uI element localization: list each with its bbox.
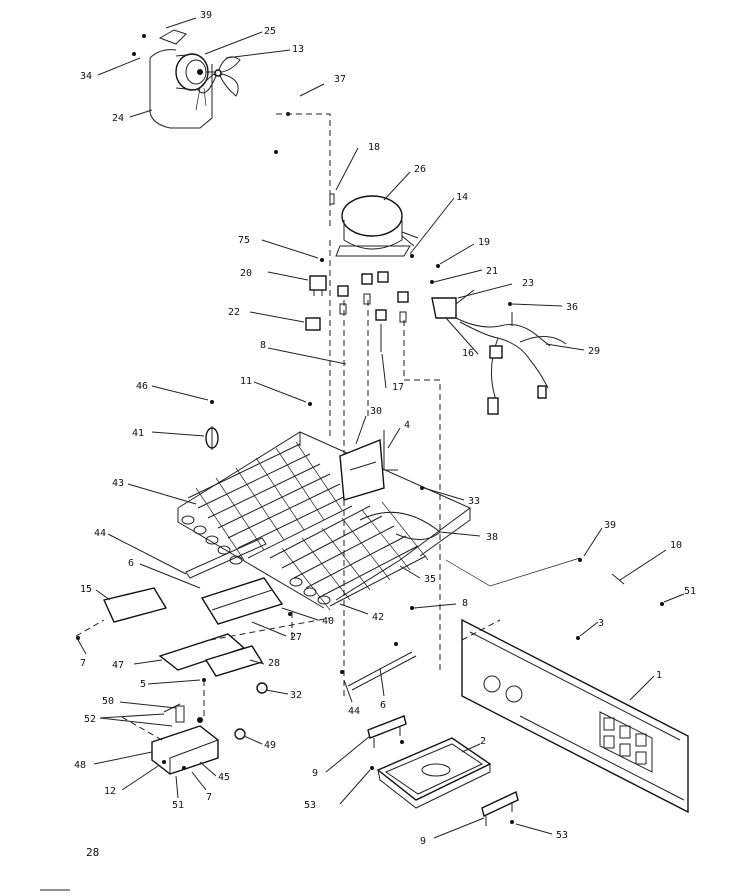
part-label: 18	[368, 142, 380, 153]
base-leaders	[77, 381, 481, 665]
part-label: 44	[348, 706, 360, 717]
part-label: 17	[392, 382, 404, 393]
part-label: 21	[486, 266, 498, 277]
part-label: 12	[104, 786, 116, 797]
part-label: 10	[670, 540, 682, 551]
part-label: 42	[372, 612, 384, 623]
fan-leaders	[97, 17, 325, 118]
part-label: 36	[566, 302, 578, 313]
part-label: 26	[414, 164, 426, 175]
part-label: 8	[462, 598, 468, 609]
fan-routing-line	[276, 113, 331, 228]
control-leaders	[93, 679, 289, 799]
part-label: 51	[684, 586, 696, 597]
part-label: 75	[238, 235, 250, 246]
part-label: 41	[132, 428, 144, 439]
part-label: 37	[334, 74, 346, 85]
part-label: 52	[84, 714, 96, 725]
control-box-assembly	[119, 678, 268, 775]
part-label: 46	[136, 381, 148, 392]
part-label: 28	[268, 658, 280, 669]
part-label: 33	[468, 496, 480, 507]
part-number-labels: 39 25 13 34 24 37 18 26 14 75 19 20 21 2…	[74, 10, 696, 847]
part-label: 2	[480, 736, 486, 747]
part-label: 30	[370, 406, 382, 417]
part-label: 29	[588, 346, 600, 357]
part-label: 32	[290, 690, 302, 701]
part-label: 48	[74, 760, 86, 771]
right-side-routing	[445, 527, 685, 606]
part-label: 51	[172, 800, 184, 811]
part-label: 50	[102, 696, 114, 707]
part-label: 22	[228, 307, 240, 318]
part-label: 35	[424, 574, 436, 585]
part-label: 5	[140, 679, 146, 690]
part-label: 47	[112, 660, 124, 671]
part-label: 43	[112, 478, 124, 489]
part-label: 15	[80, 584, 92, 595]
part-label: 53	[304, 800, 316, 811]
part-label: 38	[486, 532, 498, 543]
part-label: 13	[292, 44, 304, 55]
part-label: 3	[598, 618, 604, 629]
fan-motor-assembly	[132, 29, 290, 154]
part-label: 27	[290, 632, 302, 643]
drain-pan-leaders	[325, 735, 553, 839]
base-pan-assembly	[76, 400, 471, 677]
part-label: 9	[312, 768, 318, 779]
part-label: 39	[200, 10, 212, 21]
part-label: 11	[240, 376, 252, 387]
condenser-coil-left	[181, 441, 353, 565]
compressor-assembly	[305, 193, 512, 352]
page-number: 28	[86, 846, 99, 859]
part-label: 6	[380, 700, 386, 711]
part-label: 34	[80, 71, 92, 82]
part-label: 23	[522, 278, 534, 289]
compressor-leaders	[249, 147, 585, 389]
part-label: 8	[260, 340, 266, 351]
part-label: 7	[206, 792, 212, 803]
part-label: 20	[240, 268, 252, 279]
part-label: 53	[556, 830, 568, 841]
part-label: 4	[404, 420, 410, 431]
part-label: 24	[112, 113, 124, 124]
part-label: 6	[128, 558, 134, 569]
part-label: 45	[218, 772, 230, 783]
part-label: 49	[264, 740, 276, 751]
front-grille-panel	[461, 618, 689, 814]
part-label: 44	[94, 528, 106, 539]
part-label: 7	[80, 658, 86, 669]
base-routing-lines	[75, 612, 331, 641]
part-label: 39	[604, 520, 616, 531]
condenser-coil-right	[269, 501, 429, 611]
part-label: 40	[322, 616, 334, 627]
wiring-harness	[455, 312, 567, 415]
part-label: 25	[264, 26, 276, 37]
drain-pan-assembly	[340, 642, 519, 826]
part-label: 16	[462, 348, 474, 359]
part-label: 9	[420, 836, 426, 847]
part-label: 19	[478, 237, 490, 248]
part-label: 1	[656, 670, 662, 681]
part-label: 14	[456, 192, 468, 203]
